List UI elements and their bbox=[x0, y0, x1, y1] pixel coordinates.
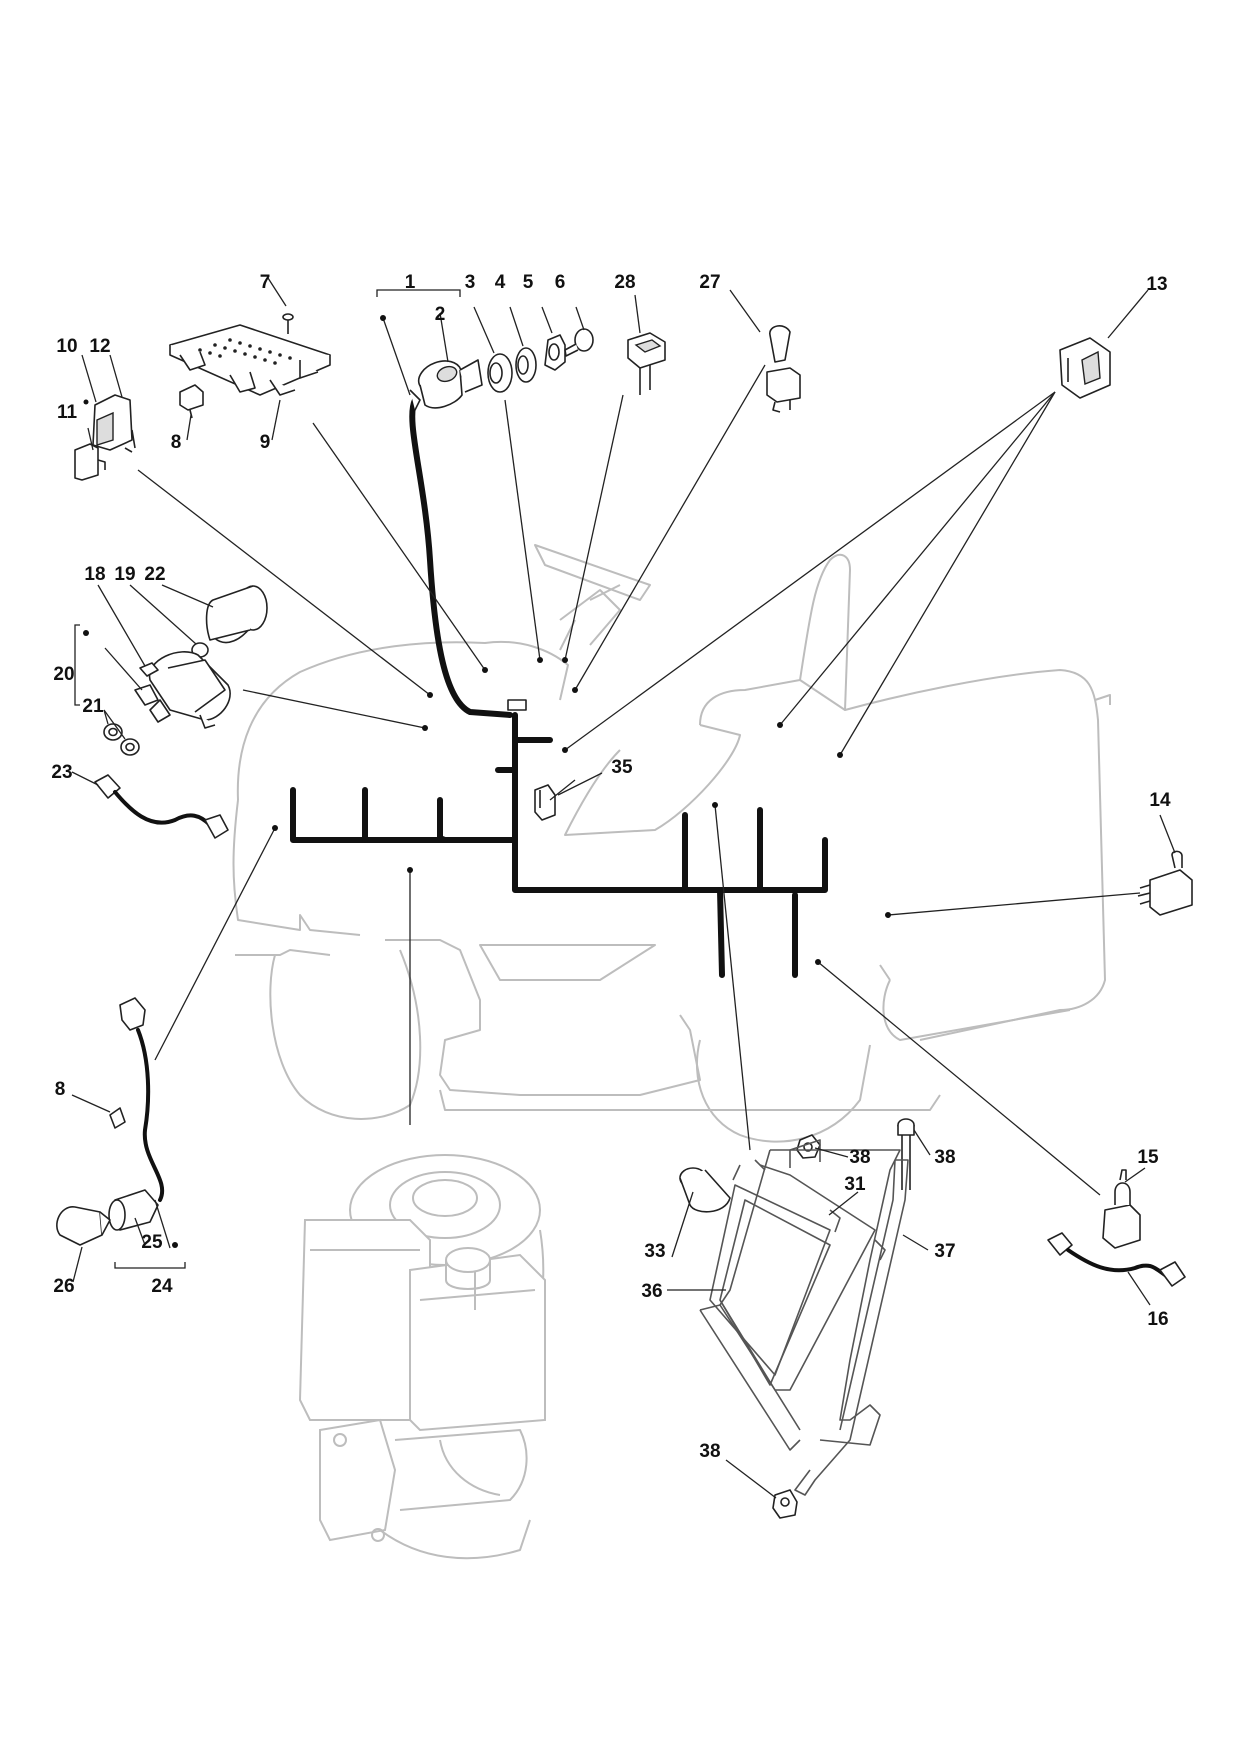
cable-23-icon bbox=[94, 774, 229, 839]
callout-3: 3 bbox=[465, 272, 476, 293]
callout-labels: 1 2 3 4 5 6 7 8 8 9 10 11 12 13 14 15 16… bbox=[51, 272, 1171, 1462]
switch-13-icon bbox=[1059, 337, 1111, 399]
leader-lines bbox=[71, 277, 1176, 1499]
callout-38-nut: 38 bbox=[849, 1147, 870, 1168]
callout-37: 37 bbox=[934, 1241, 955, 1262]
callout-19: 19 bbox=[114, 564, 135, 585]
callout-8-light: 8 bbox=[55, 1079, 66, 1100]
rocker-switch-icon bbox=[627, 332, 666, 395]
seat-switch-icon bbox=[1137, 850, 1193, 916]
callout-27: 27 bbox=[699, 272, 720, 293]
callout-18: 18 bbox=[84, 564, 105, 585]
callout-2: 2 bbox=[435, 304, 446, 325]
callout-33: 33 bbox=[644, 1241, 665, 1262]
harness-clip-icon bbox=[534, 784, 556, 821]
callout-1: 1 bbox=[405, 272, 416, 293]
wiring-harness bbox=[290, 397, 828, 978]
battery-strap-icon bbox=[794, 1159, 909, 1496]
callout-15: 15 bbox=[1137, 1147, 1159, 1168]
callout-7: 7 bbox=[260, 272, 271, 293]
key-icon bbox=[564, 328, 594, 357]
callout-26: 26 bbox=[53, 1276, 74, 1297]
callout-12: 12 bbox=[89, 336, 110, 357]
callout-6: 6 bbox=[555, 272, 566, 293]
callout-10: 10 bbox=[56, 336, 77, 357]
solenoid-icon bbox=[134, 651, 231, 729]
engine-outline bbox=[298, 1154, 546, 1560]
callout-14: 14 bbox=[1149, 790, 1171, 811]
sensor-cable-icon bbox=[1047, 1232, 1186, 1287]
callout-35: 35 bbox=[611, 757, 633, 778]
callout-8-clip: 8 bbox=[171, 432, 182, 453]
callout-13: 13 bbox=[1146, 274, 1167, 295]
relay-icon bbox=[74, 394, 136, 481]
callout-23: 23 bbox=[51, 762, 72, 783]
solenoid-nuts-icon bbox=[103, 723, 140, 756]
callout-25: 25 bbox=[141, 1232, 163, 1253]
callout-20: 20 bbox=[53, 664, 74, 685]
battery-icon bbox=[709, 1164, 841, 1376]
callout-38-bottom: 38 bbox=[699, 1441, 720, 1462]
circuit-board-icon bbox=[169, 324, 331, 396]
callout-28: 28 bbox=[614, 272, 635, 293]
callout-21: 21 bbox=[82, 696, 104, 717]
battery-tray-icon bbox=[699, 1139, 901, 1451]
callout-36: 36 bbox=[641, 1281, 662, 1302]
sensor-icon bbox=[1102, 1169, 1141, 1249]
bottom-nut-icon bbox=[772, 1489, 798, 1519]
nut-icon bbox=[487, 334, 566, 393]
push-switch-icon bbox=[766, 325, 801, 413]
leader-dots bbox=[83, 315, 891, 1248]
battery-cover-icon bbox=[679, 1167, 731, 1213]
callout-31: 31 bbox=[844, 1174, 866, 1195]
callout-4: 4 bbox=[495, 272, 506, 293]
tractor-outline bbox=[232, 544, 1111, 1143]
callout-5: 5 bbox=[523, 272, 534, 293]
terminal-cap-icon bbox=[205, 585, 268, 644]
callout-16: 16 bbox=[1147, 1309, 1168, 1330]
callout-38-bolt: 38 bbox=[934, 1147, 955, 1168]
callout-11: 11 bbox=[57, 402, 78, 423]
clip-icon bbox=[179, 384, 204, 419]
screw-icon bbox=[282, 313, 294, 334]
callout-24: 24 bbox=[151, 1276, 173, 1297]
harness-connector-icon bbox=[507, 699, 527, 711]
callout-22: 22 bbox=[144, 564, 165, 585]
bolt-icon bbox=[897, 1118, 915, 1190]
callout-9: 9 bbox=[260, 432, 271, 453]
ignition-switch-icon bbox=[409, 359, 483, 411]
light-cable-icon bbox=[56, 997, 164, 1246]
